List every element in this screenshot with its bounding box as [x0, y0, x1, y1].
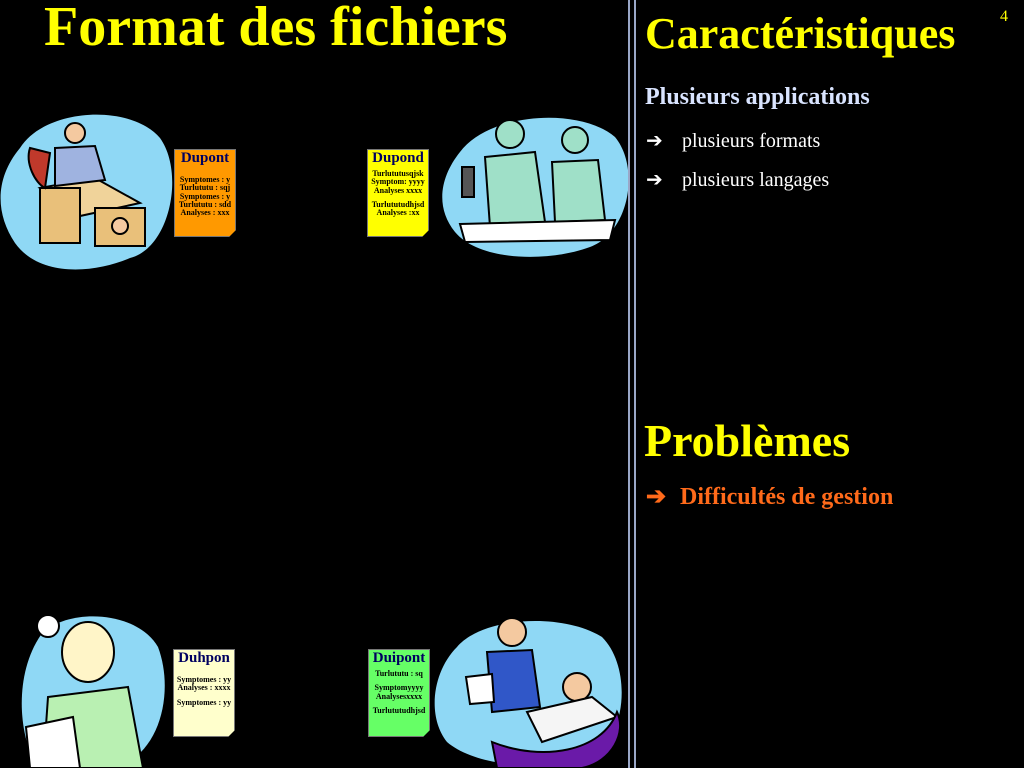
arrow-right-icon: ➔	[646, 484, 667, 510]
arrow-right-icon: ➔	[646, 130, 663, 152]
file-line: Analyses : xxx	[180, 208, 230, 218]
file-line: Symptom: yyyy	[371, 177, 425, 187]
file-name: Dupond	[372, 150, 424, 166]
arrow-right-icon: ➔	[646, 169, 663, 191]
problem-text: Difficultés de gestion	[680, 484, 894, 510]
file-line: Turlututu : sdd	[178, 199, 232, 209]
patient-file-duipont: Duipont Turlututu : sq Symptomyyyy Analy…	[368, 649, 430, 737]
file-line: Symptomes : yy	[176, 697, 232, 707]
file-line: Turlututusqjsk	[372, 168, 424, 178]
bullet-text: plusieurs langages	[682, 169, 830, 191]
file-line: Turlututudhjsd	[371, 199, 425, 209]
file-line: Symptomyyyy	[374, 683, 424, 693]
file-line: Analyses xxxx	[373, 185, 423, 195]
file-line: Analyses :xx	[376, 208, 420, 218]
page-number: 4	[1000, 8, 1008, 25]
file-line: Turlututu : sq	[375, 668, 423, 678]
file-line: Turlututu : sqj	[179, 183, 231, 193]
problem-item: ➔ Difficultés de gestion	[646, 482, 893, 511]
patient-file-dupond: Dupond Turlututusqjsk Symptom: yyyy Anal…	[367, 149, 429, 237]
file-name: Duhpon	[178, 650, 230, 666]
patient-file-dupont: Dupont Symptomes : y Turlututu : sqj Sym…	[174, 149, 236, 237]
file-line: Symptomes : yy	[176, 674, 232, 684]
psychiatrist-couch-illustration	[434, 617, 622, 768]
bullet-item: ➔ plusieurs formats	[646, 128, 820, 153]
file-line: Analyses : xxxx	[177, 683, 231, 693]
file-line: Turlututudhjsd	[372, 705, 426, 715]
applications-subtitle: Plusieurs applications	[645, 84, 870, 110]
bullet-text: plusieurs formats	[682, 130, 821, 152]
bullet-item: ➔ plusieurs langages	[646, 167, 829, 192]
surgeons-illustration	[442, 117, 629, 257]
file-line: Analysesxxxx	[375, 691, 423, 701]
doctor-at-desk-illustration	[0, 114, 173, 270]
file-name: Dupont	[180, 150, 230, 166]
file-name: Duipont	[372, 650, 426, 666]
column-divider	[628, 0, 636, 768]
patient-file-duhpon: Duhpon Symptomes : yy Analyses : xxxx Sy…	[173, 649, 235, 737]
problems-title: Problèmes	[644, 415, 851, 466]
characteristics-title: Caractéristiques	[645, 9, 956, 58]
file-line: Symptomes : y	[179, 191, 231, 201]
slide-title: Format des fichiers	[44, 0, 508, 58]
doctor-with-papers-illustration	[21, 614, 165, 768]
file-line: Symptomes : y	[179, 174, 231, 184]
